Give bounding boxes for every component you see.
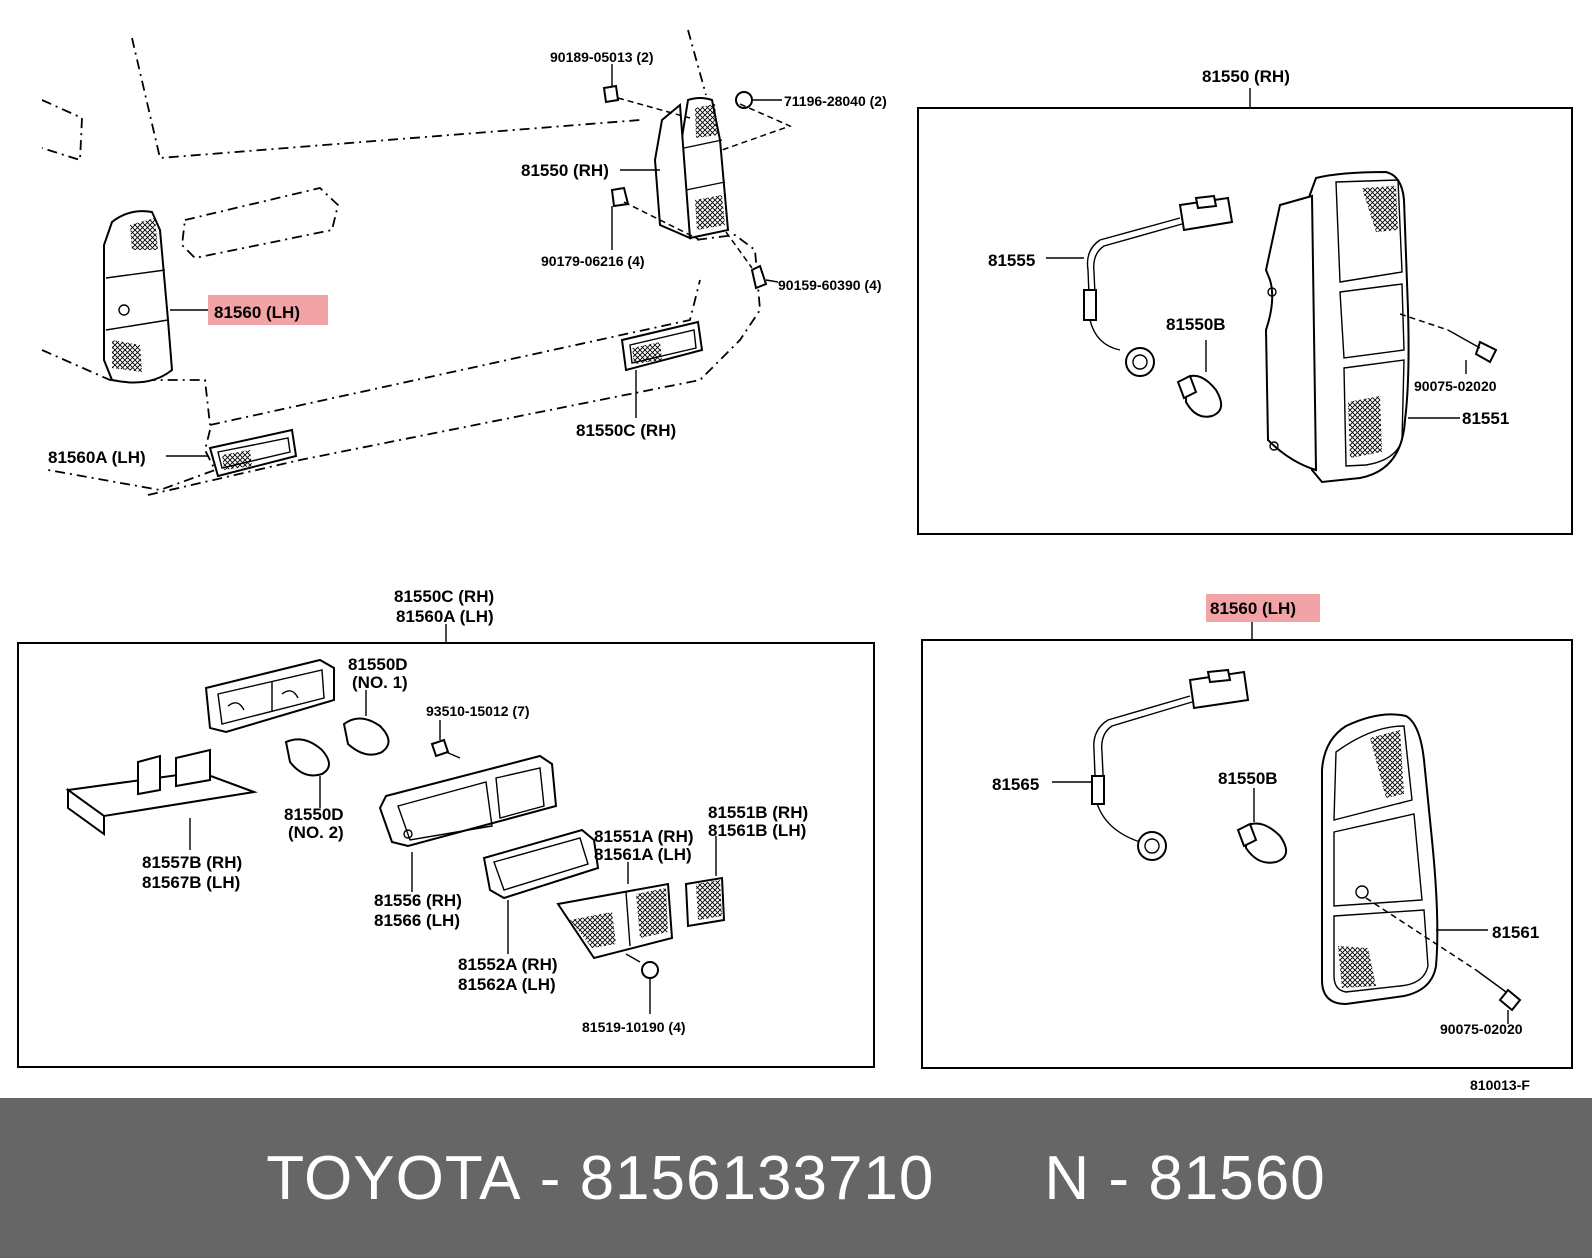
- rh-detail-frame: [917, 107, 1573, 535]
- label-81560-lh-top: 81560 (LH): [214, 303, 300, 322]
- part-number-footer: TOYOTA - 8156133710 N - 81560: [0, 1098, 1592, 1258]
- label-81557b-rh: 81557B (RH): [142, 853, 242, 872]
- footer-separator-2: -: [1108, 1143, 1131, 1213]
- label-81550c-rh-top: 81550C (RH): [576, 421, 676, 440]
- label-93510-15012: 93510-15012 (7): [426, 703, 530, 719]
- label-81551b-rh: 81551B (RH): [708, 803, 808, 822]
- rh-lamp-exploded: [602, 84, 793, 290]
- footer-separator-1: -: [539, 1143, 562, 1213]
- label-71196-28040: 71196-28040 (2): [784, 93, 887, 109]
- label-81551a-rh: 81551A (RH): [594, 827, 694, 846]
- label-81551: 81551: [1462, 409, 1509, 428]
- lh-detail-title: 81560 (LH): [1210, 599, 1296, 618]
- lh-detail-frame: [921, 639, 1573, 1069]
- label-90075-02020-rh: 90075-02020: [1414, 378, 1497, 394]
- lh-reflector-on-car: [208, 428, 298, 478]
- label-81550b-rh: 81550B: [1166, 315, 1226, 334]
- label-81555: 81555: [988, 251, 1035, 270]
- footer-part-number: 8156133710: [579, 1143, 935, 1213]
- label-81556-rh: 81556 (RH): [374, 891, 462, 910]
- label-81550d-no1-a: 81550D: [348, 655, 408, 674]
- parts-diagram: 81560 (LH) 81550 (RH) 90189-05013 (2) 71…: [17, 29, 1573, 1093]
- label-81561a-lh: 81561A (LH): [594, 845, 692, 864]
- lh-lamp-on-car: [103, 210, 174, 384]
- label-81560a-lh-top: 81560A (LH): [48, 448, 146, 467]
- label-90179-06216: 90179-06216 (4): [541, 253, 645, 269]
- label-81519-10190: 81519-10190 (4): [582, 1019, 686, 1035]
- reflector-detail-title-2: 81560A (LH): [396, 607, 494, 626]
- rh-lamp-detail: 81550 (RH) 81555 81550B 90075-02020: [917, 67, 1573, 535]
- footer-brand: TOYOTA: [266, 1143, 522, 1213]
- label-81550d-no2-a: 81550D: [284, 805, 344, 824]
- footer-n-code: 81560: [1148, 1143, 1326, 1213]
- label-81566-lh: 81566 (LH): [374, 911, 460, 930]
- label-90075-02020-lh: 90075-02020: [1440, 1021, 1523, 1037]
- lh-lamp-detail: 81560 (LH) 81565 81550B 81561 90075-0202…: [921, 594, 1573, 1069]
- label-81561: 81561: [1492, 923, 1539, 942]
- label-81550d-no1-b: (NO. 1): [352, 673, 408, 692]
- label-81565: 81565: [992, 775, 1039, 794]
- rh-reflector-on-car: [620, 320, 704, 372]
- figure-code: 810013-F: [1470, 1077, 1530, 1093]
- label-81561b-lh: 81561B (LH): [708, 821, 806, 840]
- footer-n-prefix: N: [1044, 1143, 1091, 1213]
- label-81550b-lh: 81550B: [1218, 769, 1278, 788]
- label-90189-05013: 90189-05013 (2): [550, 49, 654, 65]
- label-81550-rh-top: 81550 (RH): [521, 161, 609, 180]
- label-81550d-no2-b: (NO. 2): [288, 823, 344, 842]
- label-81567b-lh: 81567B (LH): [142, 873, 240, 892]
- vehicle-rear-view: 81560 (LH) 81550 (RH) 90189-05013 (2) 71…: [41, 29, 887, 496]
- reflector-detail-title-1: 81550C (RH): [394, 587, 494, 606]
- rh-detail-title: 81550 (RH): [1202, 67, 1290, 86]
- label-81562a-lh: 81562A (LH): [458, 975, 556, 994]
- label-90159-60390: 90159-60390 (4): [778, 277, 882, 293]
- label-81552a-rh: 81552A (RH): [458, 955, 558, 974]
- reflector-detail: 81550C (RH) 81560A (LH): [17, 587, 875, 1068]
